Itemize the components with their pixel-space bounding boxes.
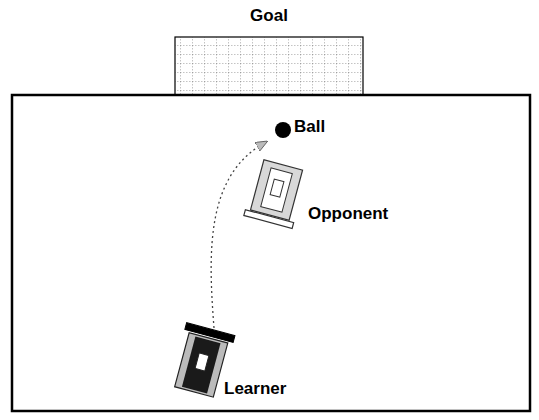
ball-label: Ball — [294, 117, 325, 137]
opponent-robot — [244, 158, 308, 228]
goal-net — [175, 37, 363, 95]
goal-label: Goal — [250, 6, 288, 26]
opponent-label: Opponent — [308, 204, 388, 224]
ball — [275, 122, 291, 138]
field-boundary — [12, 95, 530, 411]
learner-label: Learner — [224, 379, 286, 399]
trajectory-path — [211, 142, 266, 328]
